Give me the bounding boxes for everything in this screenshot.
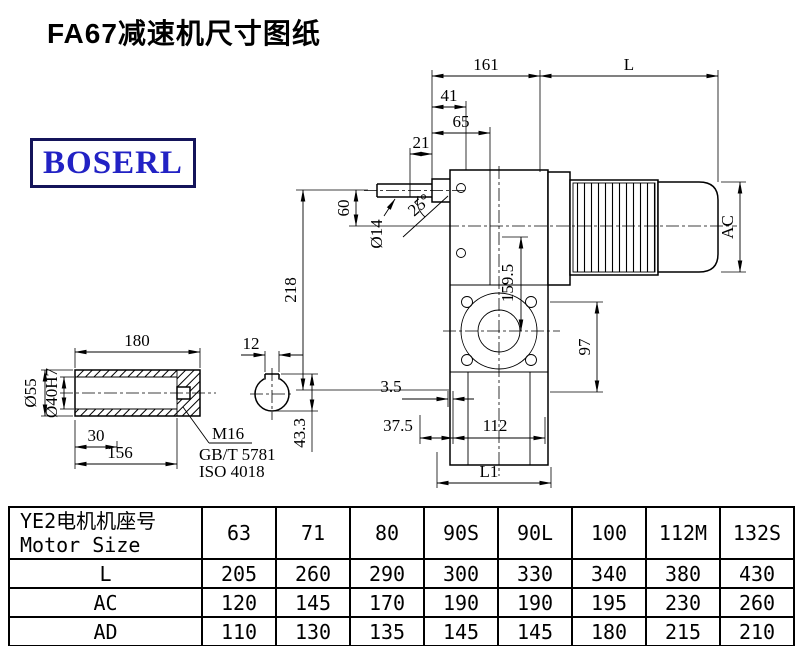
detail-dim-12: 12 bbox=[243, 334, 260, 353]
table-row-AD: AD 110 130 135 145 145 180 215 210 bbox=[8, 616, 795, 646]
table-row-AC: AC 120 145 170 190 190 195 230 260 bbox=[8, 587, 795, 618]
cell-AC-90s: 190 bbox=[423, 587, 499, 618]
dim-L: L bbox=[624, 55, 634, 74]
dim-37-5: 37.5 bbox=[383, 416, 413, 435]
dim-112: 112 bbox=[483, 416, 508, 435]
dim-3-5: 3.5 bbox=[380, 377, 401, 396]
cell-L-71: 260 bbox=[275, 558, 351, 589]
cell-L-90l: 330 bbox=[497, 558, 573, 589]
row-label-AD: AD bbox=[8, 616, 203, 646]
detail-dim-156: 156 bbox=[107, 443, 133, 462]
size-col-63: 63 bbox=[201, 506, 277, 560]
table-header-row: YE2电机机座号 Motor Size 63 71 80 90S 90L 100… bbox=[8, 506, 795, 560]
note-m16: M16 bbox=[212, 424, 244, 443]
cell-AD-90s: 145 bbox=[423, 616, 499, 646]
cell-L-80: 290 bbox=[349, 558, 425, 589]
detail-dimension-labels: 180 12 Ø55 Ø40H7 30 156 43.3 M16 GB/T 57… bbox=[21, 331, 309, 481]
motor bbox=[547, 171, 719, 286]
cell-L-90s: 300 bbox=[423, 558, 499, 589]
cell-AD-132s: 210 bbox=[719, 616, 795, 646]
spec-table: YE2电机机座号 Motor Size 63 71 80 90S 90L 100… bbox=[8, 506, 795, 646]
row-label-AC: AC bbox=[8, 587, 203, 618]
size-col-112m: 112M bbox=[645, 506, 721, 560]
dimension-lines bbox=[296, 70, 746, 488]
hollow-shaft-section bbox=[60, 369, 216, 417]
cell-AC-132s: 260 bbox=[719, 587, 795, 618]
dim-60: 60 bbox=[334, 200, 353, 217]
motor-size-header-en: Motor Size bbox=[20, 533, 141, 557]
dim-angle-25: 25° bbox=[404, 190, 434, 220]
cell-AD-71: 130 bbox=[275, 616, 351, 646]
detail-dim-30: 30 bbox=[88, 426, 105, 445]
size-col-90l: 90L bbox=[497, 506, 573, 560]
size-col-80: 80 bbox=[349, 506, 425, 560]
size-col-90s: 90S bbox=[423, 506, 499, 560]
row-label-L: L bbox=[8, 558, 203, 589]
note-gbt-5781: GB/T 5781 bbox=[199, 445, 276, 464]
dim-L1: L1 bbox=[480, 462, 499, 481]
detail-dimension-lines bbox=[41, 348, 318, 469]
dim-159-5: 159.5 bbox=[498, 264, 517, 302]
cell-AC-100: 195 bbox=[571, 587, 647, 618]
cell-AD-90l: 145 bbox=[497, 616, 573, 646]
size-col-100: 100 bbox=[571, 506, 647, 560]
cell-AC-90l: 190 bbox=[497, 587, 573, 618]
cell-AC-71: 145 bbox=[275, 587, 351, 618]
cell-L-132s: 430 bbox=[719, 558, 795, 589]
table-row-L: L 205 260 290 300 330 340 380 430 bbox=[8, 558, 795, 589]
dim-97: 97 bbox=[575, 338, 594, 356]
detail-dim-dia55: Ø55 bbox=[21, 378, 40, 407]
dim-dia14: Ø14 bbox=[367, 219, 386, 249]
page-title: FA67减速机尺寸图纸 bbox=[47, 18, 321, 49]
motor-size-header: YE2电机机座号 Motor Size bbox=[8, 506, 203, 560]
cell-AD-112m: 215 bbox=[645, 616, 721, 646]
dim-65: 65 bbox=[453, 112, 470, 131]
cell-AC-112m: 230 bbox=[645, 587, 721, 618]
cell-AD-63: 110 bbox=[201, 616, 277, 646]
dim-41: 41 bbox=[441, 86, 458, 105]
motor-size-header-cn: YE2电机机座号 bbox=[20, 509, 157, 533]
cell-AD-80: 135 bbox=[349, 616, 425, 646]
detail-dim-dia40h7: Ø40H7 bbox=[42, 367, 61, 418]
cell-L-63: 205 bbox=[201, 558, 277, 589]
cell-AC-63: 120 bbox=[201, 587, 277, 618]
detail-dim-180: 180 bbox=[124, 331, 150, 350]
shaft-cross-section bbox=[250, 368, 294, 420]
note-iso-4018: ISO 4018 bbox=[199, 462, 265, 481]
cell-L-100: 340 bbox=[571, 558, 647, 589]
brand-logo: BOSERL bbox=[30, 138, 196, 188]
centerlines bbox=[364, 166, 737, 476]
cell-L-112m: 380 bbox=[645, 558, 721, 589]
dim-AC: AC bbox=[718, 215, 737, 239]
size-col-71: 71 bbox=[275, 506, 351, 560]
size-col-132s: 132S bbox=[719, 506, 795, 560]
brand-logo-text: BOSERL bbox=[43, 144, 183, 181]
dim-161: 161 bbox=[473, 55, 499, 74]
cell-AD-100: 180 bbox=[571, 616, 647, 646]
dim-21: 21 bbox=[413, 133, 430, 152]
spec-table-wrapper: YE2电机机座号 Motor Size 63 71 80 90S 90L 100… bbox=[8, 506, 795, 646]
cell-AC-80: 170 bbox=[349, 587, 425, 618]
motor-fins bbox=[572, 182, 656, 273]
detail-dim-43-3: 43.3 bbox=[290, 418, 309, 448]
dim-218: 218 bbox=[281, 277, 300, 303]
